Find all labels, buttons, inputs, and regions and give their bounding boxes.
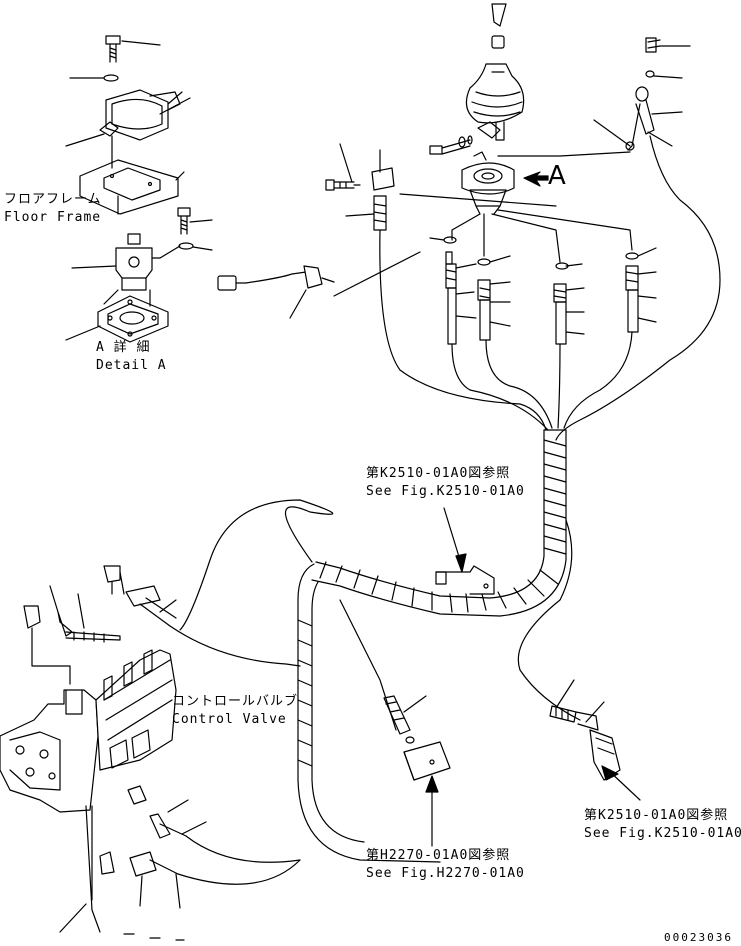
detail-a-fasteners	[159, 207, 213, 259]
floor-frame-label-en: Floor Frame	[4, 210, 102, 225]
drawing-number: 00023036	[664, 931, 733, 944]
pressure-switch	[217, 251, 421, 319]
ref-k2510-bottom-en: See Fig.K2510-01A0	[584, 826, 741, 841]
ref-k2510-top-en: See Fig.K2510-01A0	[366, 484, 525, 499]
control-valve	[0, 565, 301, 933]
reference-arrows	[425, 507, 641, 847]
view-a-letter: A	[548, 161, 566, 191]
floor-frame-assembly	[65, 35, 191, 215]
ref-h2270-en: See Fig.H2270-01A0	[366, 866, 525, 881]
bottom-edge-fragments	[123, 933, 185, 941]
ref-k2510-top-ja: 第K2510-01A0図参照	[366, 466, 511, 481]
ref-k2510-bottom-ja: 第K2510-01A0図参照	[584, 808, 729, 823]
lower-right-fitting	[517, 519, 621, 781]
electric-connector	[339, 599, 451, 781]
hose-bundle	[179, 429, 567, 863]
ref-h2270-ja: 第H2270-01A0図参照	[366, 848, 511, 863]
control-valve-label-en: Control Valve	[172, 712, 287, 727]
control-valve-label-ja: コントロールバルブ	[172, 694, 299, 709]
detail-a-label-en: Detail A	[96, 358, 167, 373]
pilot-hoses	[379, 209, 657, 431]
pilot-valve-detail-a	[65, 233, 169, 343]
joystick-lever-assembly	[399, 3, 631, 215]
detail-a-label-ja: A 詳 細	[96, 340, 151, 355]
top-right-fittings	[555, 37, 721, 441]
joystick-left-fittings	[325, 143, 395, 231]
floor-frame-label-ja: フロアフレーム	[4, 192, 102, 207]
